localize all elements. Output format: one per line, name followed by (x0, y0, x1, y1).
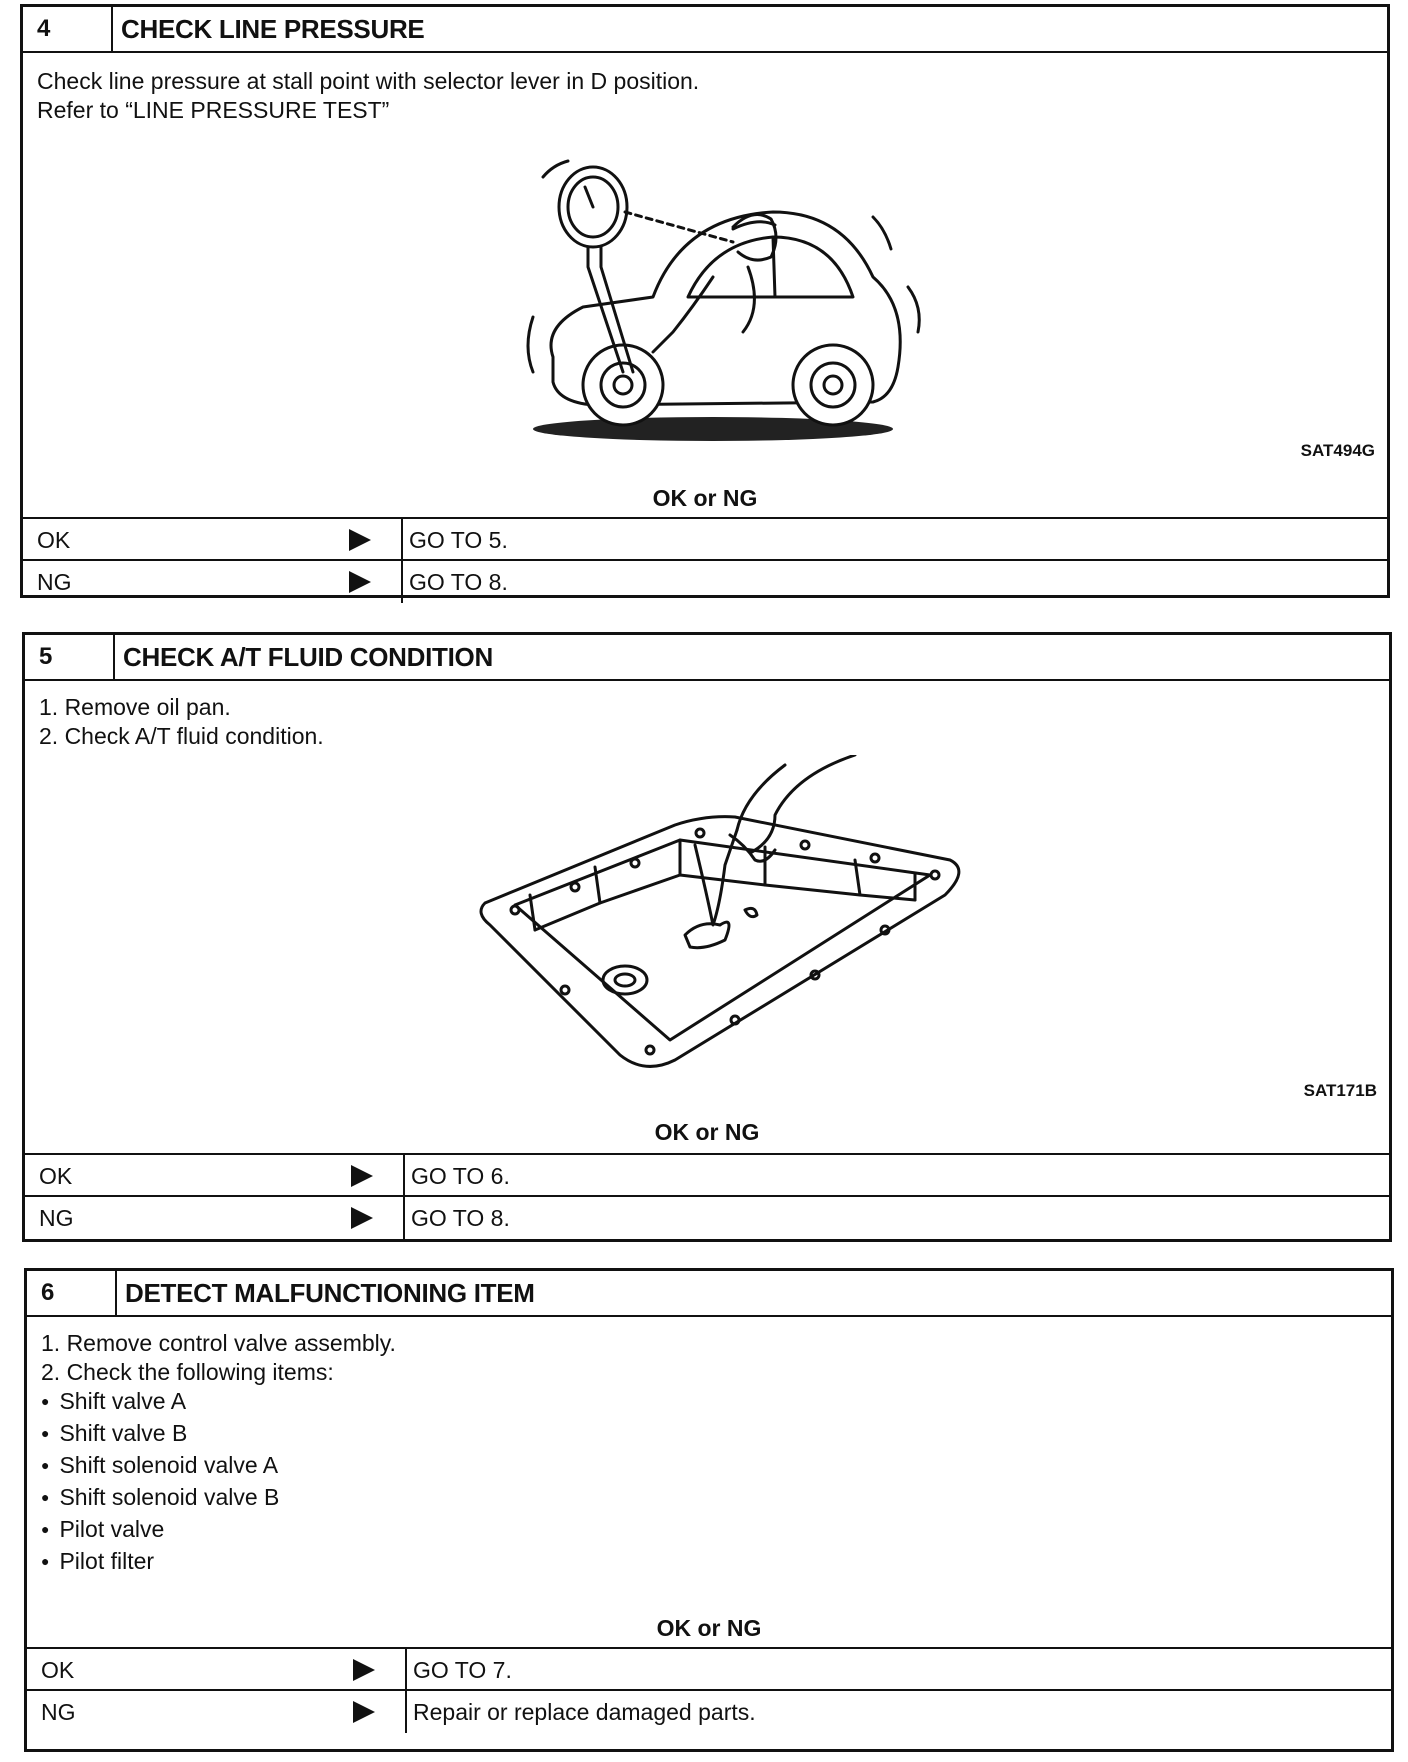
instruction-line: 2. Check A/T fluid condition. (39, 723, 324, 749)
step-header: 6 DETECT MALFUNCTIONING ITEM (27, 1271, 1391, 1317)
result-action: GO TO 7. (413, 1656, 512, 1683)
ok-or-ng-label: OK or NG (656, 1615, 762, 1641)
result-key-label: NG (37, 568, 72, 595)
ok-or-ng-label: OK or NG (652, 485, 758, 511)
result-action: GO TO 6. (411, 1162, 510, 1189)
result-key: NG (25, 1197, 405, 1239)
result-action: GO TO 5. (409, 526, 508, 553)
arrow-right-icon (349, 529, 371, 551)
step-instructions: 1. Remove control valve assembly. 2. Che… (27, 1317, 1391, 1587)
instruction-line: Check line pressure at stall point with … (37, 68, 700, 94)
check-item: Shift valve A (41, 1387, 1377, 1419)
ok-or-ng-label: OK or NG (654, 1119, 760, 1145)
line-pressure-illustration (526, 159, 921, 441)
step-5-panel: 5 CHECK A/T FLUID CONDITION 1. Remove oi… (22, 632, 1392, 1242)
step-number: 5 (25, 635, 115, 679)
result-key-label: NG (39, 1204, 74, 1231)
result-key-label: OK (39, 1162, 73, 1189)
check-item: Shift solenoid valve B (41, 1483, 1377, 1515)
result-key: OK (25, 1155, 405, 1197)
check-item: Pilot valve (41, 1515, 1377, 1547)
result-row-ok: OK GO TO 5. (23, 517, 1387, 561)
arrow-right-icon (351, 1165, 373, 1187)
check-item: Pilot filter (41, 1547, 1377, 1579)
step-instructions: 1. Remove oil pan. 2. Check A/T fluid co… (25, 681, 1389, 759)
step-number: 4 (23, 7, 113, 51)
instruction-line: 2. Check the following items: (41, 1359, 334, 1385)
step-instructions: Check line pressure at stall point with … (23, 53, 1387, 133)
instruction-line: Refer to “LINE PRESSURE TEST” (37, 97, 390, 123)
step-6-panel: 6 DETECT MALFUNCTIONING ITEM 1. Remove c… (24, 1268, 1394, 1752)
result-action: GO TO 8. (409, 568, 508, 595)
check-item: Shift solenoid valve A (41, 1451, 1377, 1483)
instruction-line: 1. Remove oil pan. (39, 694, 231, 720)
result-key-label: NG (41, 1698, 76, 1725)
step-title: CHECK LINE PRESSURE (121, 13, 425, 44)
result-action: Repair or replace damaged parts. (413, 1698, 756, 1725)
result-row-ng: NG Repair or replace damaged parts. (27, 1689, 1391, 1733)
step-4-panel: 4 CHECK LINE PRESSURE Check line pressur… (20, 4, 1390, 603)
result-row-ng: NG GO TO 8. (25, 1195, 1389, 1239)
figure-code: SAT494G (1300, 441, 1375, 460)
step-header: 5 CHECK A/T FLUID CONDITION (25, 635, 1389, 681)
oil-pan-illustration (479, 755, 961, 1068)
arrow-right-icon (353, 1659, 375, 1681)
result-key-label: OK (41, 1656, 75, 1683)
result-key: OK (27, 1649, 407, 1691)
step-header: 4 CHECK LINE PRESSURE (23, 7, 1387, 53)
result-key-label: OK (37, 526, 71, 553)
step-title: CHECK A/T FLUID CONDITION (123, 641, 493, 672)
result-key: NG (27, 1691, 407, 1733)
arrow-right-icon (349, 571, 371, 593)
step-title: DETECT MALFUNCTIONING ITEM (125, 1277, 535, 1308)
check-item: Shift valve B (41, 1419, 1377, 1451)
arrow-right-icon (353, 1701, 375, 1723)
figure-code: SAT171B (1303, 1081, 1377, 1100)
instruction-line: 1. Remove control valve assembly. (41, 1330, 396, 1356)
result-row-ok: OK GO TO 7. (27, 1647, 1391, 1691)
result-action: GO TO 8. (411, 1204, 510, 1231)
result-key: OK (23, 519, 403, 561)
step-number: 6 (27, 1271, 117, 1315)
result-row-ng: NG GO TO 8. (23, 559, 1387, 603)
result-row-ok: OK GO TO 6. (25, 1153, 1389, 1197)
arrow-right-icon (351, 1207, 373, 1229)
result-key: NG (23, 561, 403, 603)
